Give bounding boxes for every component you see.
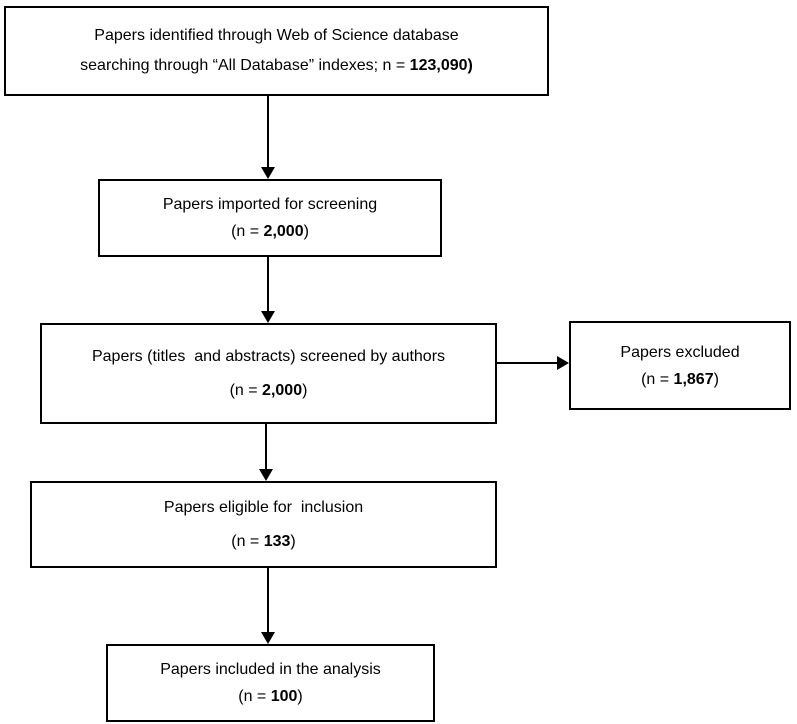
excluded-label: Papers excluded [620,343,740,361]
eligible-count-prefix: (n = [231,532,264,550]
eligible-count-value: 133 [263,532,291,550]
identified-count-suffix: ) [467,57,473,74]
imported-label: Papers imported for screening [162,196,378,213]
included-count-value: 100 [270,688,298,705]
imported-count-line: (n = 2,000) [223,218,317,245]
included-label: Papers included in the analysis [160,661,381,678]
identified-label: Papers identified through Web of Science… [94,27,459,44]
flow-box-screened: Papers (titles and abstracts) screened b… [40,323,497,424]
arrow-shaft-eligible-to-included [267,568,269,633]
excluded-count-value: 1,867 [673,370,714,388]
imported-count-suffix: ) [303,223,309,240]
identified-count-prefix: searching through “All Database” indexes… [80,57,410,74]
included-count-suffix: ) [297,688,303,705]
included-count-prefix: (n = [238,688,271,705]
included-count-line: (n = 100) [230,683,311,710]
excluded-count-line: (n = 1,867) [633,366,727,393]
flow-box-excluded: Papers excluded (n = 1,867) [569,321,791,410]
arrow-down-icon [261,311,275,323]
screened-count-suffix: ) [302,381,308,399]
flow-box-identified: Papers identified through Web of Science… [4,6,549,96]
arrow-down-icon [261,167,275,179]
imported-count-prefix: (n = [231,223,264,240]
arrow-shaft-imported-to-screened [267,257,269,312]
screened-count-line: (n = 2,000) [222,374,316,408]
excluded-count-suffix: ) [713,370,719,388]
eligible-count-suffix: ) [290,532,296,550]
flow-box-eligible: Papers eligible for inclusion (n = 133) [30,481,497,568]
arrow-shaft-identified-to-imported [267,96,269,168]
excluded-count-prefix: (n = [641,370,674,388]
flow-box-included: Papers included in the analysis (n = 100… [106,644,435,722]
flow-box-imported: Papers imported for screening (n = 2,000… [98,179,442,257]
arrow-down-icon [261,632,275,644]
arrow-shaft-screened-to-eligible [265,424,267,470]
arrow-shaft-screened-to-excluded [497,362,558,364]
arrow-right-icon [557,356,569,370]
arrow-down-icon [259,469,273,481]
screened-label: Papers (titles and abstracts) screened b… [91,347,446,365]
imported-count-value: 2,000 [263,223,304,240]
identified-count-value: 123,090 [409,57,468,74]
screened-count-prefix: (n = [229,381,263,399]
screened-count-value: 2,000 [262,381,303,399]
eligible-count-line: (n = 133) [223,525,304,559]
identified-count-line: searching through “All Database” indexes… [72,51,481,81]
eligible-label: Papers eligible for inclusion [163,498,364,516]
